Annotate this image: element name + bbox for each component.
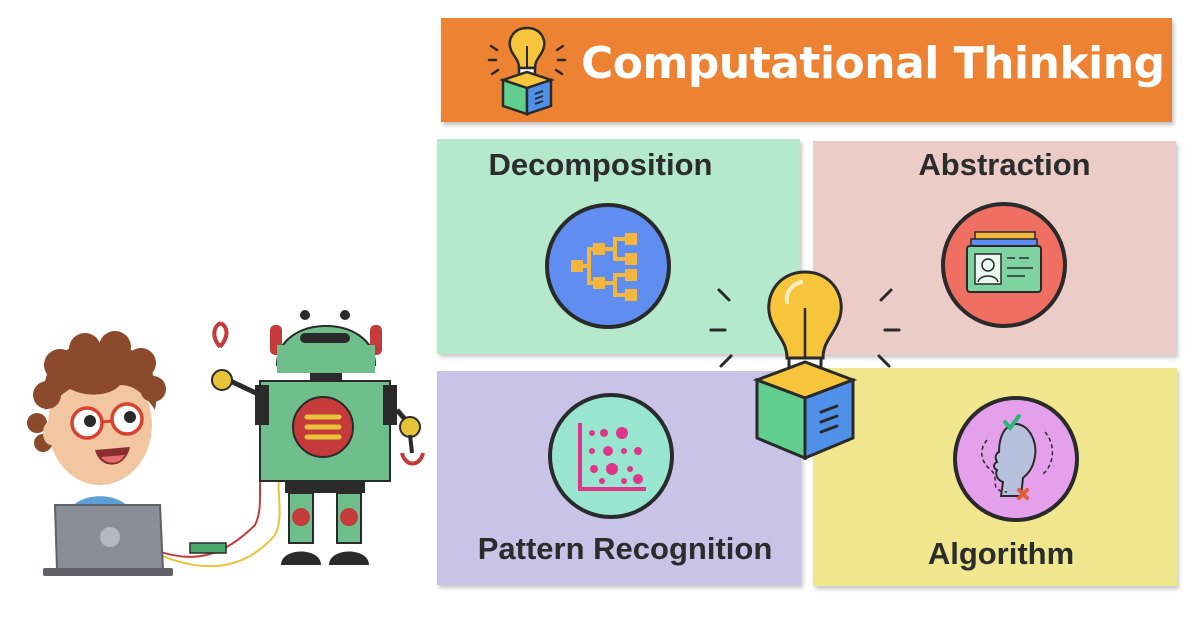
pattern-recognition-panel: Pattern Recognition [437,371,801,585]
pattern-recognition-title: Pattern Recognition [477,531,773,566]
dot-pattern-chart-icon [578,423,646,491]
algorithm-circle [953,396,1079,522]
abstraction-title: Abstraction [918,147,1091,182]
decomposition-panel: Decomposition [437,139,800,354]
decomposition-title: Decomposition [488,147,713,182]
algorithm-title: Algorithm [927,536,1075,571]
algorithm-panel: Algorithm [813,368,1177,586]
page-title: Computational Thinking [581,38,1165,89]
decomposition-circle [545,203,671,329]
title-banner: Computational Thinking [441,18,1172,122]
abstraction-circle [941,202,1067,328]
id-card-icon [966,231,1042,293]
head-path-icon [981,414,1054,500]
lightbulb-box-icon [709,270,901,461]
tree-structure-icon [571,233,637,301]
abstraction-panel: Abstraction [813,141,1176,355]
lightbulb-box-icon [487,26,567,116]
pattern-recognition-circle [548,393,674,519]
kid-with-robot-illustration [27,310,425,576]
